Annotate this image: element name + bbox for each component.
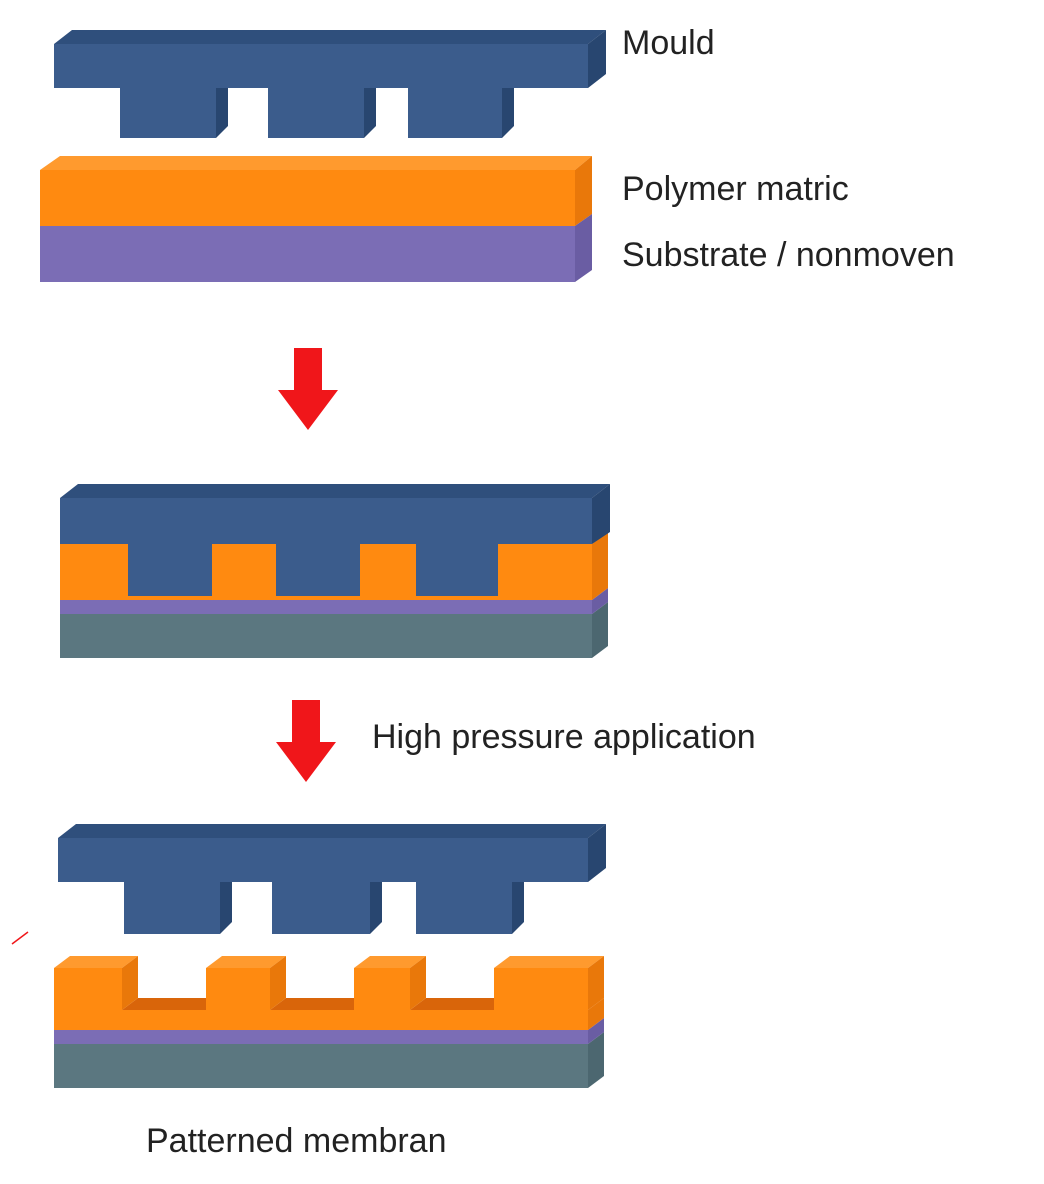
polymer-front-face xyxy=(40,170,575,226)
mould-side-face xyxy=(588,824,606,882)
substrate-side-face xyxy=(592,588,608,614)
mould-label: Mould xyxy=(622,24,715,62)
stage-1-before-imprint xyxy=(40,30,606,282)
polymer-side-face xyxy=(592,532,608,600)
substrate-front-face xyxy=(54,1030,588,1044)
base-side-face xyxy=(588,1032,604,1088)
polymer-recess-floor xyxy=(122,998,222,1010)
down-arrow-1 xyxy=(278,348,338,430)
pressure-label: High pressure application xyxy=(372,718,756,756)
base-front-face xyxy=(54,1044,588,1088)
mould-tooth-side xyxy=(512,882,524,934)
mould-stage-3 xyxy=(58,824,606,934)
mould-front-face xyxy=(60,498,592,596)
polymer-side-face xyxy=(575,156,592,226)
base-front-face xyxy=(60,614,592,658)
result-label: Patterned membran xyxy=(146,1122,447,1160)
polymer-recess-floor xyxy=(410,998,510,1010)
base-side-face xyxy=(592,602,608,658)
mould-tooth-side xyxy=(502,88,514,138)
mould-tooth-side xyxy=(370,882,382,934)
polymer-base-side xyxy=(588,998,604,1030)
substrate-side-face xyxy=(575,214,592,282)
polymer-recess-floor xyxy=(270,998,370,1010)
mould-front-face xyxy=(58,838,588,934)
polymer-base-front xyxy=(54,1010,588,1030)
substrate-label: Substrate / nonmoven xyxy=(622,236,955,274)
mould-side-face xyxy=(592,484,610,544)
mould-side-face xyxy=(588,30,606,88)
polymer-ridge xyxy=(206,956,286,1010)
substrate-front-face xyxy=(60,600,592,614)
stage-2-imprinting xyxy=(60,484,610,658)
polymer-ridge xyxy=(494,956,604,1010)
stray-mark xyxy=(11,931,29,945)
mould-top-face xyxy=(54,30,606,44)
patterned-polymer xyxy=(54,956,604,1030)
mould-tooth-side xyxy=(220,882,232,934)
down-arrow-2 xyxy=(276,700,336,782)
substrate-side-face xyxy=(588,1018,604,1044)
mould-tooth-side xyxy=(216,88,228,138)
polymer-ridge xyxy=(354,956,426,1010)
stage-3-after-demoulding xyxy=(54,824,606,1088)
mould-top-face xyxy=(58,824,606,838)
polymer-label: Polymer matric xyxy=(622,170,849,208)
polymer-top-face xyxy=(40,156,592,170)
mould-stage-1 xyxy=(54,30,606,138)
substrate-layer-stage-1 xyxy=(40,214,592,282)
mould-front-face xyxy=(54,44,588,138)
polymer-ridge xyxy=(54,956,138,1010)
polymer-layer-stage-1 xyxy=(40,156,592,226)
mould-tooth-side xyxy=(364,88,376,138)
substrate-front-face xyxy=(40,226,575,282)
mould-top-face xyxy=(60,484,610,498)
